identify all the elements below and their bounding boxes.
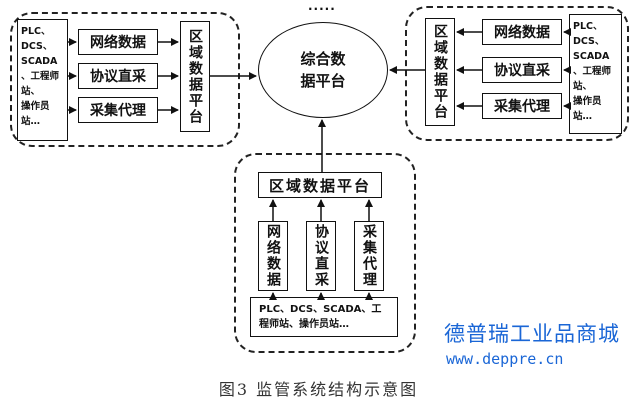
right-method-protocol: 协议直采	[482, 57, 562, 83]
bottom-group	[234, 153, 416, 353]
bottom-source-systems: PLC、DCS、SCADA、工 程师站、操作员站…	[250, 297, 398, 337]
bottom-method-network: 网络数据	[258, 221, 288, 291]
figure-caption: 图3 监管系统结构示意图	[218, 380, 419, 399]
watermark-url: www.deppre.cn	[446, 350, 564, 368]
bottom-region-platform: 区域数据平台	[258, 172, 382, 198]
watermark-brand-name: 德普瑞工业品商城	[444, 322, 620, 346]
right-group	[405, 6, 629, 141]
bottom-method-agent: 采集代理	[354, 221, 384, 291]
left-source-systems: PLC、 DCS、 SCADA 、工程师 站、 操作员 站…	[17, 19, 68, 141]
right-region-platform: 区域数据平台	[425, 18, 455, 126]
bottom-method-protocol: 协议直采	[306, 221, 336, 291]
left-method-protocol: 协议直采	[78, 63, 158, 89]
right-method-network: 网络数据	[482, 19, 562, 45]
right-source-systems: PLC、 DCS、 SCADA 、工程师 站、 操作员 站…	[569, 14, 622, 134]
right-method-agent: 采集代理	[482, 93, 562, 119]
left-region-platform: 区域数据平台	[180, 21, 210, 132]
integrated-data-platform: 综合数 据平台	[258, 22, 388, 118]
left-method-network: 网络数据	[78, 29, 158, 55]
left-group	[10, 12, 240, 147]
top-dots: ·····	[308, 2, 336, 16]
left-method-agent: 采集代理	[78, 97, 158, 123]
